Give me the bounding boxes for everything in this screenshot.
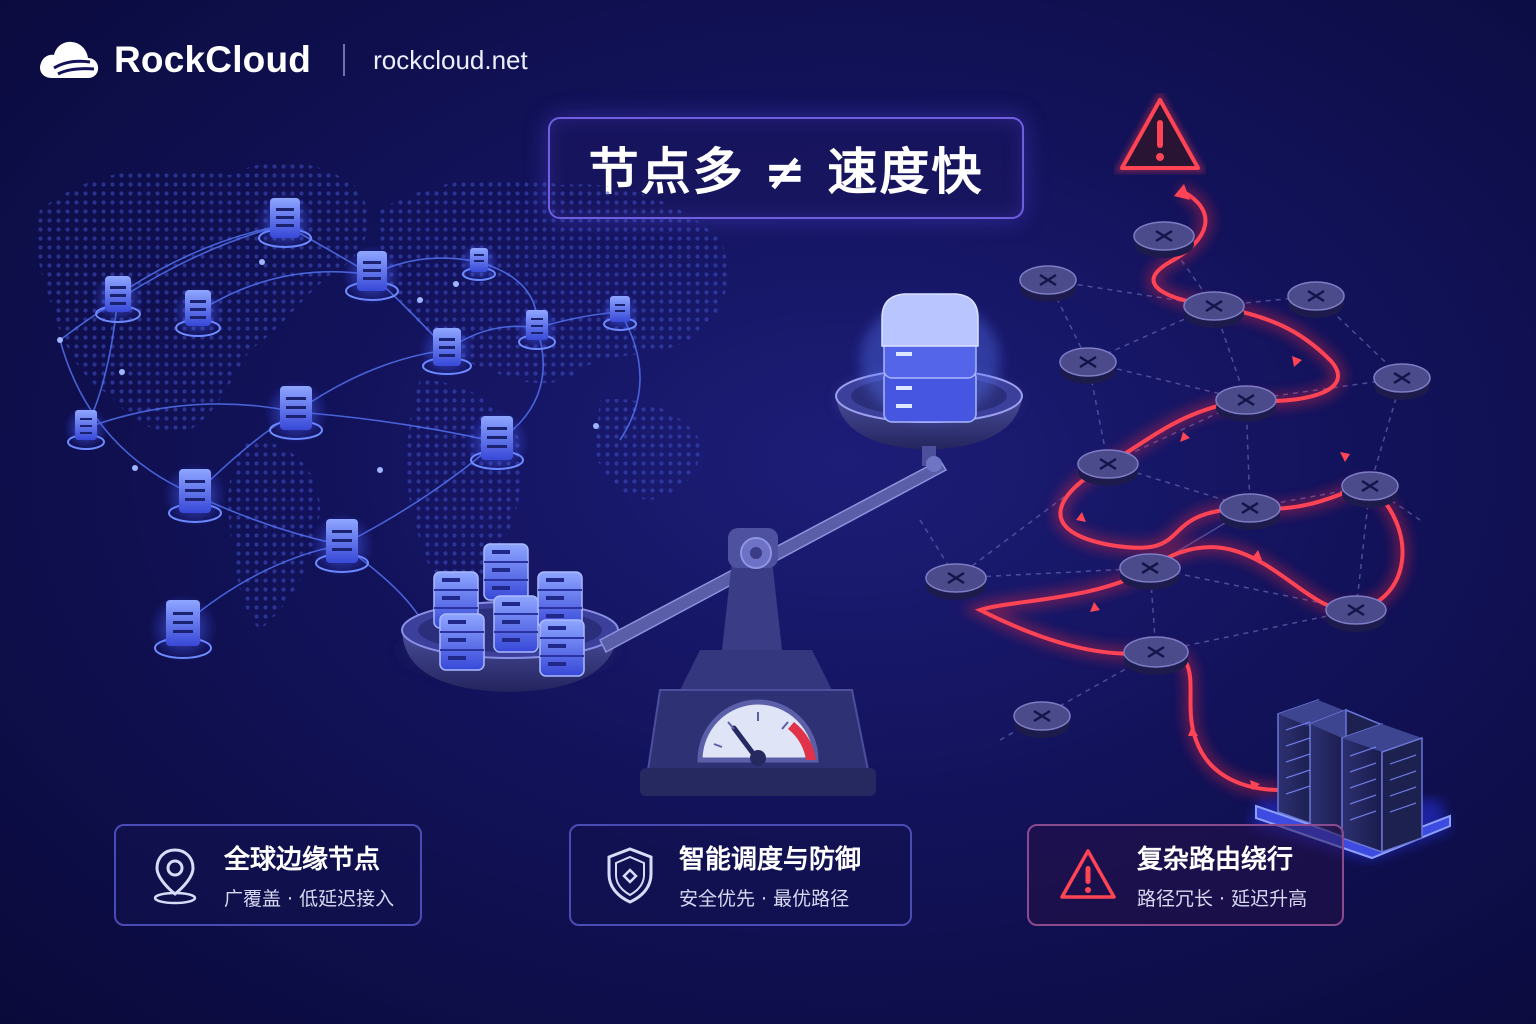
edge-server	[264, 380, 328, 444]
edge-node-servers	[64, 192, 640, 662]
location-pin-icon	[153, 848, 197, 905]
edge-server	[163, 463, 227, 527]
cluster-server	[439, 613, 485, 671]
edge-server	[172, 286, 224, 338]
server-rack	[1277, 698, 1348, 828]
router-node	[1341, 471, 1399, 508]
router-node	[1287, 281, 1345, 318]
card-title: 全球边缘节点	[224, 845, 381, 875]
router-node	[1215, 385, 1277, 422]
card-subtitle: 安全优先 · 最优路径	[679, 888, 850, 910]
router-node	[1119, 553, 1181, 590]
router-nodes	[925, 221, 1431, 738]
warning-icon	[1060, 849, 1116, 899]
router-node	[1133, 221, 1195, 258]
warning-icon	[1113, 89, 1207, 173]
server-cluster	[433, 543, 585, 677]
server-rack	[1341, 722, 1423, 854]
domain-link[interactable]: rockcloud.net	[373, 44, 528, 75]
edge-server	[255, 192, 315, 252]
data-center-racks	[1250, 698, 1451, 860]
feature-card-edge-nodes: 全球边缘节点 广覆盖 · 低延迟接入	[114, 824, 422, 926]
cloud-icon	[40, 41, 99, 78]
edge-server	[64, 406, 108, 450]
card-subtitle: 广覆盖 · 低延迟接入	[224, 888, 395, 910]
router-node	[925, 563, 987, 600]
edge-server	[342, 245, 402, 305]
single-server	[860, 293, 1000, 423]
card-title: 智能调度与防御	[679, 845, 862, 875]
world-map	[35, 162, 729, 630]
router-node	[1123, 636, 1189, 675]
card-subtitle: 路径冗长 · 延迟升高	[1137, 888, 1308, 910]
router-node	[1059, 347, 1117, 384]
shield-icon	[607, 847, 653, 904]
edge-server	[92, 272, 144, 324]
edge-server	[465, 410, 529, 474]
router-node	[1019, 265, 1077, 302]
edge-server	[459, 242, 499, 282]
card-title: 复杂路由绕行	[1137, 845, 1294, 875]
header-divider	[343, 44, 346, 76]
router-node	[1219, 493, 1281, 530]
router-node	[1373, 363, 1431, 400]
brand-name: RockCloud	[114, 39, 312, 80]
header: RockCloud rockcloud.net	[38, 34, 528, 86]
router-node	[1077, 449, 1139, 486]
feature-card-scheduling: 智能调度与防御 安全优先 · 最优路径	[569, 824, 912, 926]
page-title: 节点多 ≠ 速度快	[548, 117, 1024, 219]
feature-card-detour: 复杂路由绕行 路径冗长 · 延迟升高	[1027, 824, 1344, 926]
edge-server	[515, 306, 559, 350]
edge-server	[149, 594, 217, 662]
router-node	[1183, 291, 1245, 328]
edge-server	[600, 292, 640, 332]
cluster-server	[483, 543, 529, 601]
network-dots	[57, 259, 599, 473]
cluster-server	[539, 619, 585, 677]
router-node	[1325, 595, 1387, 632]
router-node	[1013, 701, 1071, 738]
edge-server	[310, 513, 374, 577]
cluster-server	[493, 595, 539, 653]
edge-server	[419, 322, 475, 378]
